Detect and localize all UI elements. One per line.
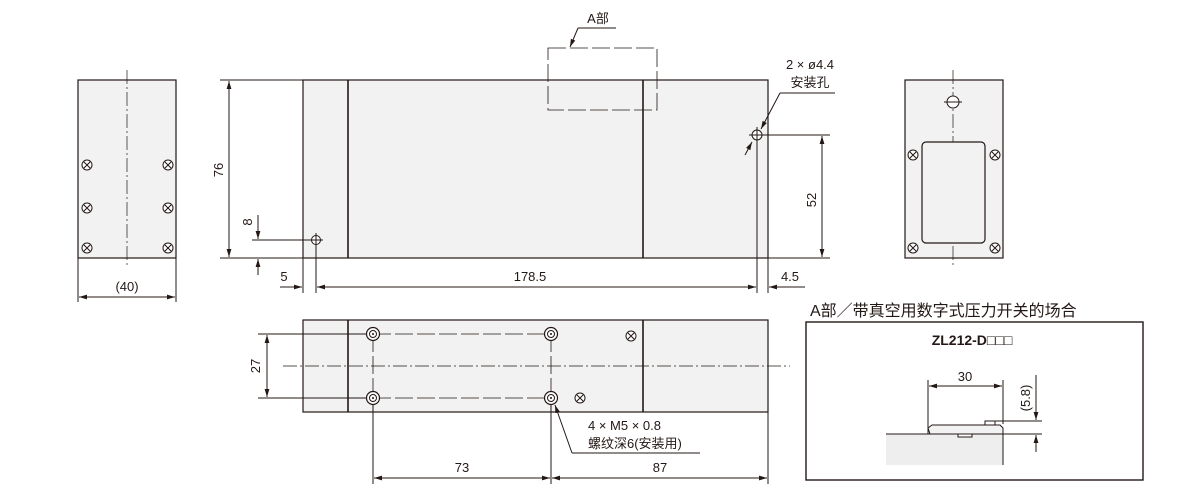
hole-label-line1: 2 × ø4.4 xyxy=(786,57,834,72)
edge-dim-87: 87 xyxy=(653,460,667,475)
hole-pitch-dim-178-5: 178.5 xyxy=(514,269,547,284)
detail-a-ref-label: A部 xyxy=(587,11,609,26)
thread-label-line1: 4 × M5 × 0.8 xyxy=(588,418,661,433)
thread-label-line2: 螺纹深6(安装用) xyxy=(588,436,682,451)
left-offset-dim-5: 5 xyxy=(280,269,287,284)
height-dim-76: 76 xyxy=(211,163,226,177)
detail-a-height-dim: (5.8) xyxy=(1018,385,1033,412)
detail-a-panel: A部／带真空用数字式压力开关的场合 ZL212-D□□□ 30 (5.8) xyxy=(805,302,1144,481)
detail-a-callout-box xyxy=(547,47,658,111)
hole-offset-dim-8: 8 xyxy=(240,218,255,225)
detail-a-model: ZL212-D□□□ xyxy=(932,332,1013,348)
detail-a-title: A部／带真空用数字式压力开关的场合 xyxy=(810,302,1077,320)
pitch-x-dim-73: 73 xyxy=(455,460,469,475)
right-side-view xyxy=(904,70,1004,268)
front-view: A部 2 × ø4.4 安装孔 76 8 5 178.5 4.5 52 xyxy=(211,11,835,293)
hole-label-line2: 安装孔 xyxy=(790,75,829,90)
hole-height-dim-52: 52 xyxy=(804,193,819,207)
detail-a-width-dim: 30 xyxy=(958,369,972,384)
bottom-view: 27 73 87 4 × M5 × 0.8 螺纹深6(安装用) xyxy=(248,319,790,484)
width-dim-40: (40) xyxy=(115,279,138,294)
right-offset-dim-4-5: 4.5 xyxy=(781,269,799,284)
left-side-view: (40) xyxy=(77,70,177,302)
pitch-y-dim-27: 27 xyxy=(248,359,263,373)
